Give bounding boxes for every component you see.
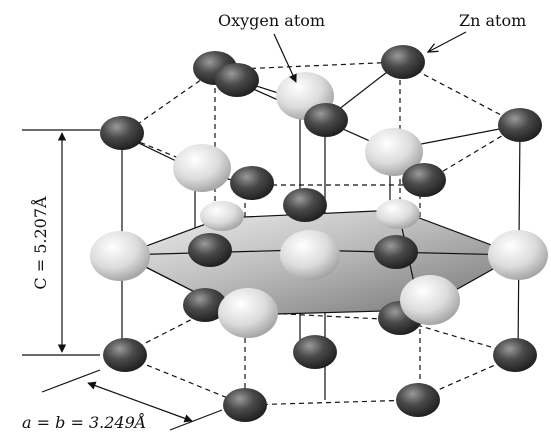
zn-atom [396, 383, 440, 417]
a-parameter-label: a = b = 3.249Å [22, 412, 146, 432]
zn-atom [293, 335, 337, 369]
oxygen-atom [488, 230, 548, 280]
oxygen-atom [173, 144, 231, 192]
zn-atom [304, 103, 348, 137]
oxygen-atom [200, 201, 244, 231]
zn-pointer-line [428, 31, 467, 52]
zn-atom [183, 288, 227, 322]
zn-atom [381, 45, 425, 79]
atoms [90, 45, 548, 422]
zn-atom-label: Zn atom [459, 11, 526, 30]
zn-atom [223, 388, 267, 422]
a-dimension [41, 369, 223, 431]
zn-atom [498, 108, 542, 142]
oxygen-atom-label: Oxygen atom [218, 11, 325, 30]
oxygen-atom [400, 275, 460, 325]
oxygen-atom [365, 128, 423, 176]
oxygen-atom [90, 231, 150, 281]
zn-atom [215, 63, 259, 97]
zn-atom [100, 116, 144, 150]
oxygen-pointer-line [273, 33, 297, 83]
oxygen-atom [280, 230, 340, 280]
zn-atom [283, 188, 327, 222]
zn-atom [188, 233, 232, 267]
c-dimension [22, 129, 100, 356]
oxygen-atom [376, 199, 420, 229]
oxygen-atom [218, 288, 278, 338]
zn-atom [402, 163, 446, 197]
zn-atom [230, 166, 274, 200]
zn-atom [374, 235, 418, 269]
zn-atom [103, 338, 147, 372]
zn-atom [493, 338, 537, 372]
c-parameter-label: C = 5.207Å [30, 196, 50, 290]
